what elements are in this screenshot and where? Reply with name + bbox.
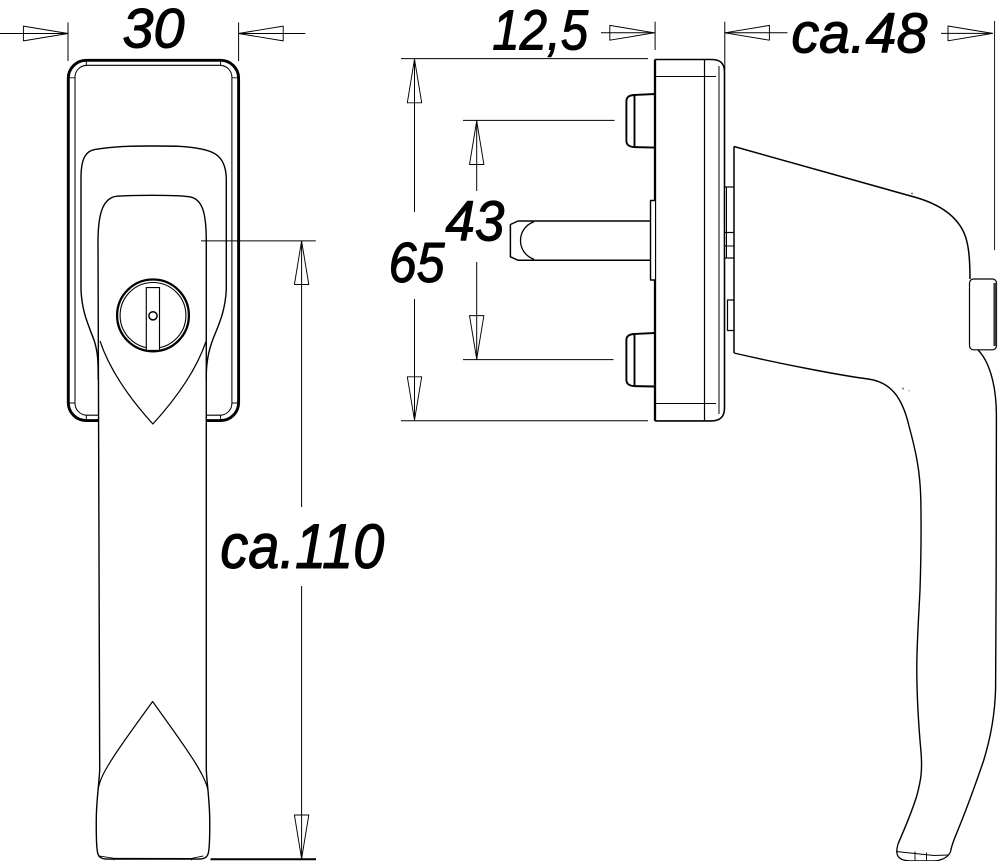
svg-text:ca.110: ca.110 bbox=[220, 512, 384, 582]
svg-text:12,5: 12,5 bbox=[492, 0, 588, 63]
svg-text:65: 65 bbox=[389, 231, 446, 294]
svg-text:ca.48: ca.48 bbox=[791, 1, 927, 65]
svg-text:30: 30 bbox=[123, 0, 185, 60]
svg-text:43: 43 bbox=[445, 189, 504, 252]
